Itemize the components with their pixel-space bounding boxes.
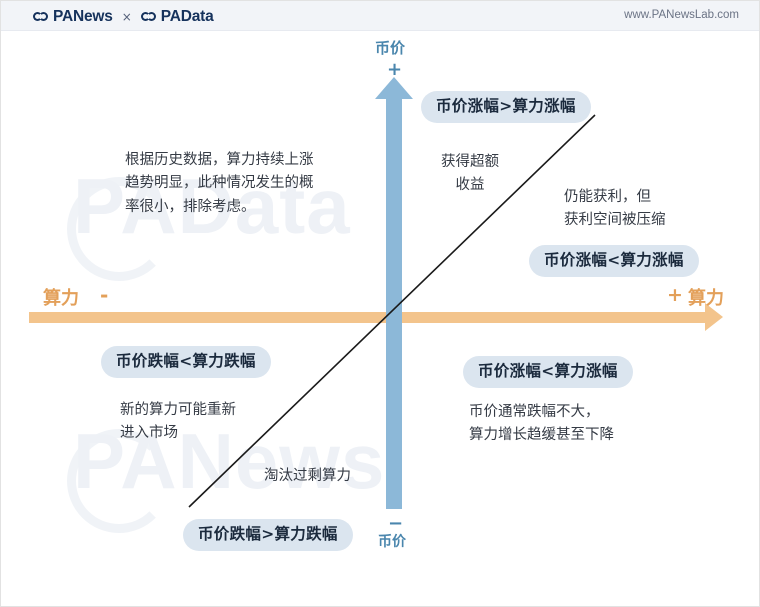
brand-separator: × <box>121 10 132 24</box>
horizontal-axis-label-right: 算力 <box>688 288 724 309</box>
horizontal-axis-minus-sign: - <box>100 283 109 307</box>
infinity-mark-icon <box>140 11 158 23</box>
infinity-mark-icon <box>33 11 50 23</box>
note-compressed-profit: 仍能获利，但 获利空间被压缩 <box>564 189 666 229</box>
padata-label: PAData <box>160 8 214 25</box>
horizontal-axis-label-left: 算力 <box>43 288 79 309</box>
panews-label: PANews <box>53 8 113 25</box>
badge-price-gain-gt-hashrate-gain: 币价涨幅>算力涨幅 <box>421 91 591 124</box>
badge-price-gain-lt-hashrate-gain-lower: 币价涨幅<算力涨幅 <box>463 356 633 389</box>
note-eliminate-excess-hashrate: 淘汰过剩算力 <box>264 468 351 484</box>
note-excess-return: 获得超额 收益 <box>441 154 499 194</box>
note-price-drop-small: 币价通常跌幅不大， 算力增长趋缓甚至下降 <box>469 404 614 444</box>
horizontal-axis-plus-sign: + <box>667 284 683 306</box>
header-bar: PANews × PAData www.PANewsLab.com <box>1 1 759 31</box>
note-upper-left-quadrant: 根据历史数据，算力持续上涨 趋势明显，此种情况发生的概 率很小，排除考虑。 <box>125 152 314 215</box>
badge-price-drop-lt-hashrate-drop: 币价跌幅<算力跌幅 <box>101 346 271 379</box>
badge-price-gain-lt-hashrate-gain-upper: 币价涨幅<算力涨幅 <box>529 245 699 278</box>
panews-logo: PANews <box>33 8 113 26</box>
vertical-axis-plus-sign: + <box>387 59 403 80</box>
site-url: www.PANewsLab.com <box>624 9 739 21</box>
horizontal-axis-bar <box>29 312 709 323</box>
brand-lockup: PANews × PAData <box>33 7 214 27</box>
note-new-hashrate-reentry: 新的算力可能重新 进入市场 <box>120 402 236 442</box>
vertical-axis-label-bottom: 币价 <box>378 534 406 550</box>
horizontal-axis-arrow-icon <box>705 303 723 331</box>
watermark-ring-icon <box>67 177 171 281</box>
badge-price-drop-gt-hashrate-drop: 币价跌幅>算力跌幅 <box>183 519 353 552</box>
vertical-axis-minus-sign: − <box>388 513 404 534</box>
watermark-ring-icon <box>67 429 171 533</box>
vertical-axis-bar <box>386 93 402 509</box>
vertical-axis-arrow-icon <box>375 77 413 99</box>
padata-logo: PAData <box>140 8 214 26</box>
vertical-axis-label-top: 币价 <box>375 39 406 57</box>
